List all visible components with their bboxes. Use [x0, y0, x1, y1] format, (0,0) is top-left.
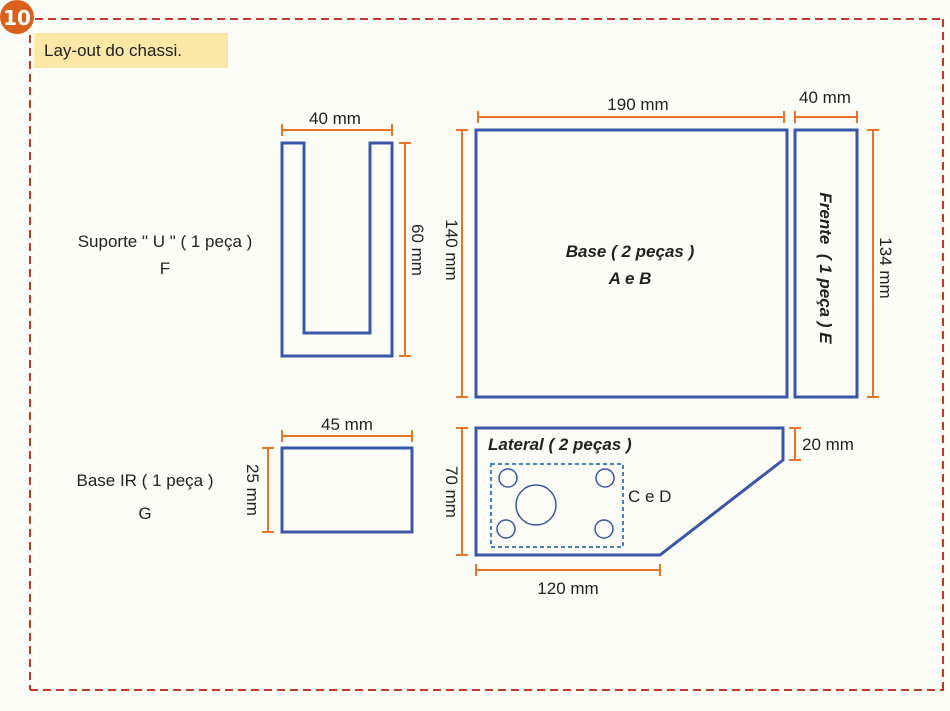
lateral-corner-label: 20 mm: [802, 435, 854, 454]
lateral-label: Lateral ( 2 peças ): [488, 435, 632, 454]
base-ir-label: Base IR ( 1 peça ): [76, 471, 213, 490]
lateral-subpart-label: C e D: [628, 487, 671, 506]
hole: [594, 519, 614, 539]
frente-rect: [793, 128, 859, 399]
base-height-label: 140 mm: [442, 219, 461, 280]
step-number: 10: [3, 6, 31, 30]
suporte-height-label: 60 mm: [408, 224, 427, 276]
base-width-label: 190 mm: [607, 95, 668, 114]
dashed-frame: [29, 18, 944, 691]
lateral-shape: [474, 426, 785, 557]
suporte-width-dim: [281, 124, 393, 136]
lateral-corner-dim: [789, 427, 801, 461]
hole: [496, 519, 516, 539]
suporte-u-shape: [280, 141, 394, 358]
motor-mount-outline: [490, 463, 624, 548]
base-width-dim: [477, 111, 785, 123]
title: Lay-out do chassi.: [44, 41, 182, 60]
lateral-height-dim: [456, 427, 468, 556]
title-banner: [34, 33, 228, 68]
base-label: Base ( 2 peças ): [566, 242, 695, 261]
shaft-hole: [515, 484, 557, 526]
lateral-width-dim: [475, 564, 661, 576]
suporte-width-label: 40 mm: [309, 109, 361, 128]
frente-label: Frente ( 1 peça ) E: [816, 192, 835, 344]
hole: [498, 468, 518, 488]
base-ir-rect: [280, 446, 414, 534]
suporte-letter: F: [160, 259, 170, 278]
base-ir-letter: G: [138, 504, 151, 523]
frente-height-label: 134 mm: [876, 237, 895, 298]
base-ir-width-label: 45 mm: [321, 415, 373, 434]
base-letter: A e B: [608, 269, 652, 288]
base-ir-width-dim: [281, 430, 413, 442]
lateral-height-label: 70 mm: [442, 466, 461, 518]
step-badge: [0, 0, 34, 34]
base-height-dim: [456, 129, 468, 398]
base-rect: [474, 128, 789, 399]
suporte-label: Suporte " U " ( 1 peça ): [78, 232, 253, 251]
lateral-width-label: 120 mm: [537, 579, 598, 598]
base-ir-height-label: 25 mm: [243, 464, 262, 516]
hole: [595, 468, 615, 488]
frente-width-dim: [794, 111, 858, 123]
frente-width-label: 40 mm: [799, 88, 851, 107]
base-ir-height-dim: [262, 447, 274, 533]
frente-height-dim: [867, 129, 879, 398]
suporte-height-dim: [399, 142, 411, 357]
